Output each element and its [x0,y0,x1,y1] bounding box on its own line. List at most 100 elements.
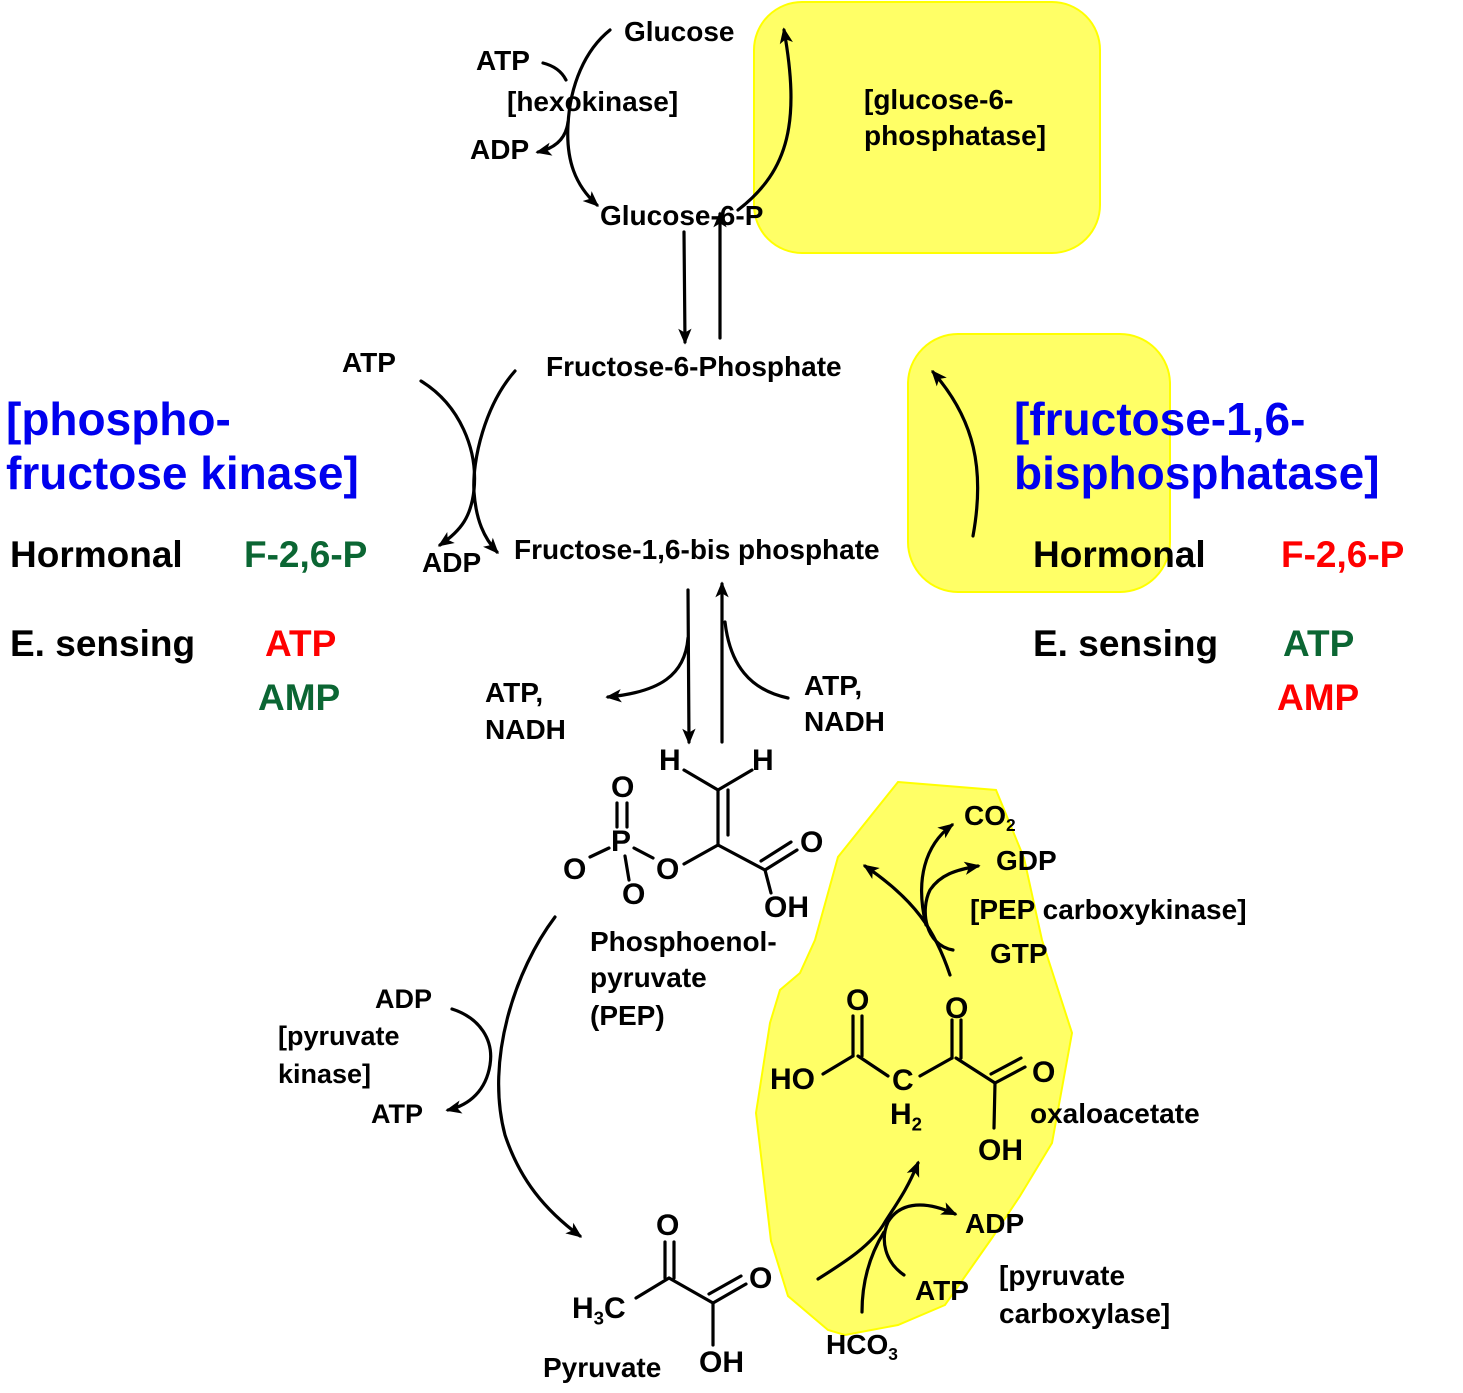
co2-text: CO [964,800,1006,831]
oaa-atom-o-left: O [846,984,870,1017]
pyr-atom-h3c: H3C [572,1292,626,1328]
fbpase-energy-sensing-label: E. sensing [1033,623,1219,664]
pepck-enzyme-label: [PEP carboxykinase] [970,894,1247,925]
pfk-adp-label: ADP [422,547,482,578]
pepck-gdp-label: GDP [996,845,1057,876]
arrow-co2-out [920,823,955,927]
pepck-gtp-label: GTP [990,938,1048,969]
metabolite-fructose-1-6-bisphosphate: Fructose-1,6-bis phosphate [514,534,880,565]
pep-atom-o-top: O [611,771,635,804]
arrow-g6p-to-f6p [678,230,692,345]
arrow-g6p-to-glucose [736,27,793,212]
pfk-energy-inhibitor-atp: ATP [265,623,337,664]
arrow-atp-nadh-in [723,620,790,700]
oaa-atom-o-right: O [1032,1056,1056,1089]
highlight-glucose-6-phosphatase [753,1,1101,254]
h3c-subscript: 3 [593,1307,605,1329]
lower-glycolysis-in-line2: NADH [804,706,885,737]
arrow-f16bp-to-f6p [931,369,980,538]
metabolite-pep-line3: (PEP) [590,1000,665,1031]
pc-adp-label: ADP [965,1208,1025,1239]
lower-glycolysis-out-line1: ATP, [485,677,544,708]
pfk-enzyme-line1: [phospho- [6,393,231,445]
h2-text: H [890,1098,912,1131]
pk-atp-label: ATP [371,1099,423,1129]
hexokinase-adp-label: ADP [470,134,530,165]
arrow-adp-to-atp-pk [445,1007,493,1114]
arrow-pyruvate-to-oaa [816,1160,920,1281]
pc-hco3-label: HCO3 [826,1329,898,1363]
g6pase-enzyme-line2: phosphatase] [864,120,1047,151]
lower-glycolysis-out-line2: NADH [485,714,566,745]
oaa-atom-h2: H2 [890,1098,922,1134]
arrow-atp-to-adp-pfk [419,379,477,547]
oaa-atom-ho: HO [770,1063,815,1096]
fbpase-energy-activator-atp: ATP [1283,623,1355,664]
fbpase-hormonal-inhibitor: F-2,6-P [1281,534,1405,575]
arrow-glucose-to-g6p [566,28,612,207]
arrow-atp-in-hexokinase [541,61,568,82]
arrow-oaa-to-pep [862,864,952,977]
pyr-atom-oh: OH [699,1346,744,1379]
pfk-hormonal-label: Hormonal [10,534,183,575]
pep-atom-p: P [611,825,632,858]
arrow-gtp-to-gdp [923,861,981,952]
lower-glycolysis-in-line1: ATP, [804,670,863,701]
pfk-atp-label: ATP [342,347,396,378]
fbpase-enzyme-line1: [fructose-1,6- [1014,393,1306,445]
arrow-atp-nadh-out [605,636,690,703]
co2-subscript: 2 [1006,815,1016,836]
pep-atom-o-left: O [563,853,587,886]
metabolite-pep-line1: Phosphoenol- [590,926,777,957]
fbpase-energy-inhibitor-amp: AMP [1277,677,1360,718]
oxaloacetate-structure-bonds [821,1014,1027,1130]
pyr-atom-o-carbonyl: O [749,1262,773,1295]
pfk-energy-sensing-label: E. sensing [10,623,196,664]
pyr-atom-o-keto: O [656,1209,680,1242]
highlight-pyruvate-carboxylation [754,780,1074,1337]
metabolite-oxaloacetate: oxaloacetate [1030,1098,1200,1129]
metabolite-fructose-6-phosphate: Fructose-6-Phosphate [546,351,842,382]
pepck-co2-label: CO2 [964,800,1016,834]
pep-atom-h-right: H [752,744,774,777]
pc-enzyme-line2: carboxylase] [999,1298,1171,1329]
g6pase-enzyme-line1: [glucose-6- [864,84,1014,115]
metabolite-glucose: Glucose [624,16,735,47]
pep-structure-bonds [588,768,799,895]
metabolite-pep-line2: pyruvate [590,962,707,993]
arrow-f6p-to-f16bp [472,369,517,554]
metabolite-pyruvate: Pyruvate [543,1352,662,1383]
pfk-hormonal-activator: F-2,6-P [244,534,368,575]
h3c-h-text: H [572,1292,594,1325]
arrow-adp-out-hexokinase [535,120,570,156]
pfk-enzyme-line2: fructose kinase] [6,447,359,499]
h2-subscript: 2 [911,1113,923,1135]
pep-atom-o-carbonyl: O [800,826,824,859]
pep-atom-o-bridge: O [656,853,680,886]
pfk-energy-activator-amp: AMP [258,677,341,718]
hco3-text: HCO [826,1329,889,1360]
oaa-atom-oh: OH [978,1134,1023,1167]
pk-enzyme-line1: [pyruvate [278,1021,400,1051]
oaa-atom-c: C [892,1064,914,1097]
arrow-hco3-in [860,1230,886,1314]
fbpase-enzyme-line2: bisphosphatase] [1014,447,1380,499]
pk-adp-label: ADP [375,984,433,1014]
oaa-atom-o-keto: O [945,992,969,1025]
h3c-c-text: C [604,1292,626,1325]
hexokinase-enzyme-label: [hexokinase] [507,86,679,117]
hco3-subscript: 3 [888,1344,898,1365]
hexokinase-atp-label: ATP [476,45,530,76]
arrow-f16bp-to-pep [682,588,696,745]
pyruvate-structure-bonds [634,1240,748,1347]
fbpase-hormonal-label: Hormonal [1033,534,1206,575]
pep-atom-h-left: H [659,744,681,777]
arrow-atp-to-adp-pc [882,1202,958,1277]
arrow-pep-to-pyruvate [497,915,583,1238]
metabolite-glucose-6-p: Glucose-6-P [600,200,764,231]
pep-atom-oh: OH [764,891,809,924]
pc-atp-label: ATP [915,1275,969,1306]
pc-enzyme-line1: [pyruvate [999,1260,1126,1291]
pk-enzyme-line2: kinase] [278,1059,372,1089]
